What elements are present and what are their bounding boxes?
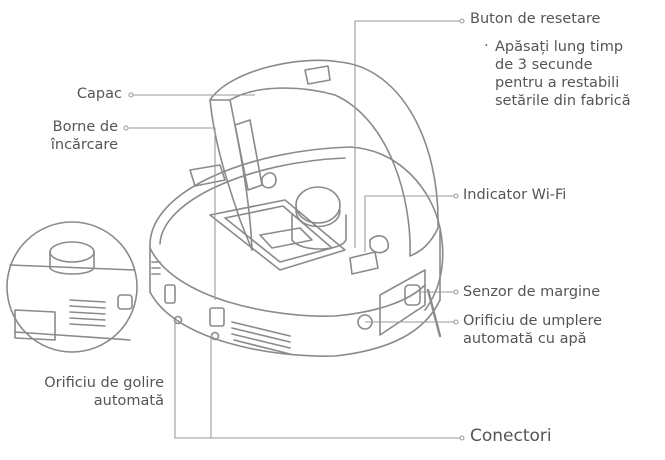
robot-top-inner-rim bbox=[159, 157, 346, 245]
label-conectori: Conectori bbox=[470, 426, 552, 446]
inset-grille bbox=[69, 299, 106, 327]
edge-sensor bbox=[404, 284, 421, 306]
inset-turret bbox=[49, 241, 95, 263]
tank-slot bbox=[259, 227, 313, 249]
vent-grille bbox=[231, 321, 291, 355]
front-details bbox=[151, 261, 373, 355]
side-grille bbox=[151, 261, 161, 275]
inset-turret-body bbox=[49, 251, 95, 275]
label-borne: Borne de încărcare bbox=[14, 118, 118, 154]
label-indicator-wifi: Indicator Wi-Fi bbox=[463, 187, 567, 203]
label-orificiu-umplere: Orificiu de umplere automată cu apă bbox=[463, 312, 602, 348]
callout-lines bbox=[123, 18, 465, 441]
label-borne-line1: Borne de bbox=[52, 119, 118, 135]
robot-top-edge-lower bbox=[149, 247, 426, 317]
callout-wifi bbox=[364, 195, 456, 252]
robot-bottom-edge bbox=[149, 291, 441, 357]
robot-top-outline bbox=[149, 146, 444, 311]
inset-bottom bbox=[14, 331, 131, 341]
front-clip bbox=[189, 164, 226, 187]
interior bbox=[189, 164, 442, 338]
label-umplere-line1: Orificiu de umplere bbox=[463, 313, 603, 329]
callout-conectori bbox=[174, 322, 462, 439]
drain-port bbox=[173, 315, 183, 325]
inset-circle bbox=[6, 221, 138, 353]
reset-note-line3: pentru a restabili bbox=[495, 75, 620, 91]
label-senzor-margine: Senzor de margine bbox=[463, 284, 601, 300]
label-umplere-line2: automată cu apă bbox=[463, 331, 587, 347]
charging-contact-right bbox=[209, 307, 225, 327]
laser-turret-base bbox=[295, 209, 341, 228]
inset-panel bbox=[14, 309, 56, 341]
laser-turret bbox=[295, 186, 341, 224]
inset-zoom bbox=[6, 221, 138, 353]
inset-button bbox=[117, 294, 133, 310]
label-golire-line1: Orificiu de golire bbox=[44, 375, 164, 391]
lid-front-face bbox=[209, 99, 253, 251]
side-knob bbox=[369, 235, 389, 254]
lid-outline bbox=[209, 59, 439, 257]
laser-turret-body bbox=[291, 214, 347, 250]
tank-tray-inner bbox=[224, 205, 333, 263]
label-borne-line2: încărcare bbox=[50, 137, 118, 153]
reset-note: Apăsați lung timp de 3 secunde pentru a … bbox=[495, 38, 631, 110]
wifi-indicator-box bbox=[349, 251, 379, 275]
label-buton-resetare: Buton de resetare bbox=[470, 11, 601, 27]
inset-top-rim bbox=[9, 264, 135, 271]
lid-inner-edge bbox=[229, 99, 253, 251]
clip-detail bbox=[261, 172, 277, 189]
bullet-dot: · bbox=[484, 38, 489, 54]
lid-handle bbox=[304, 65, 331, 85]
label-capac: Capac bbox=[76, 86, 122, 102]
reset-note-line4: setările din fabrică bbox=[495, 93, 631, 109]
callout-borne bbox=[126, 127, 216, 300]
callout-reset bbox=[354, 20, 462, 248]
reset-note-line2: de 3 secunde bbox=[495, 57, 593, 73]
lid-hinge bbox=[234, 119, 263, 191]
side-brush bbox=[426, 288, 442, 338]
label-orificiu-golire: Orificiu de golire automată bbox=[6, 374, 164, 410]
robot-body bbox=[149, 146, 444, 357]
label-golire-line2: automată bbox=[93, 393, 164, 409]
lid bbox=[209, 59, 439, 257]
charging-contact-left bbox=[164, 284, 176, 304]
reset-note-line1: Apăsați lung timp bbox=[495, 39, 624, 55]
front-bumper bbox=[379, 269, 426, 336]
tank-tray bbox=[209, 199, 346, 271]
